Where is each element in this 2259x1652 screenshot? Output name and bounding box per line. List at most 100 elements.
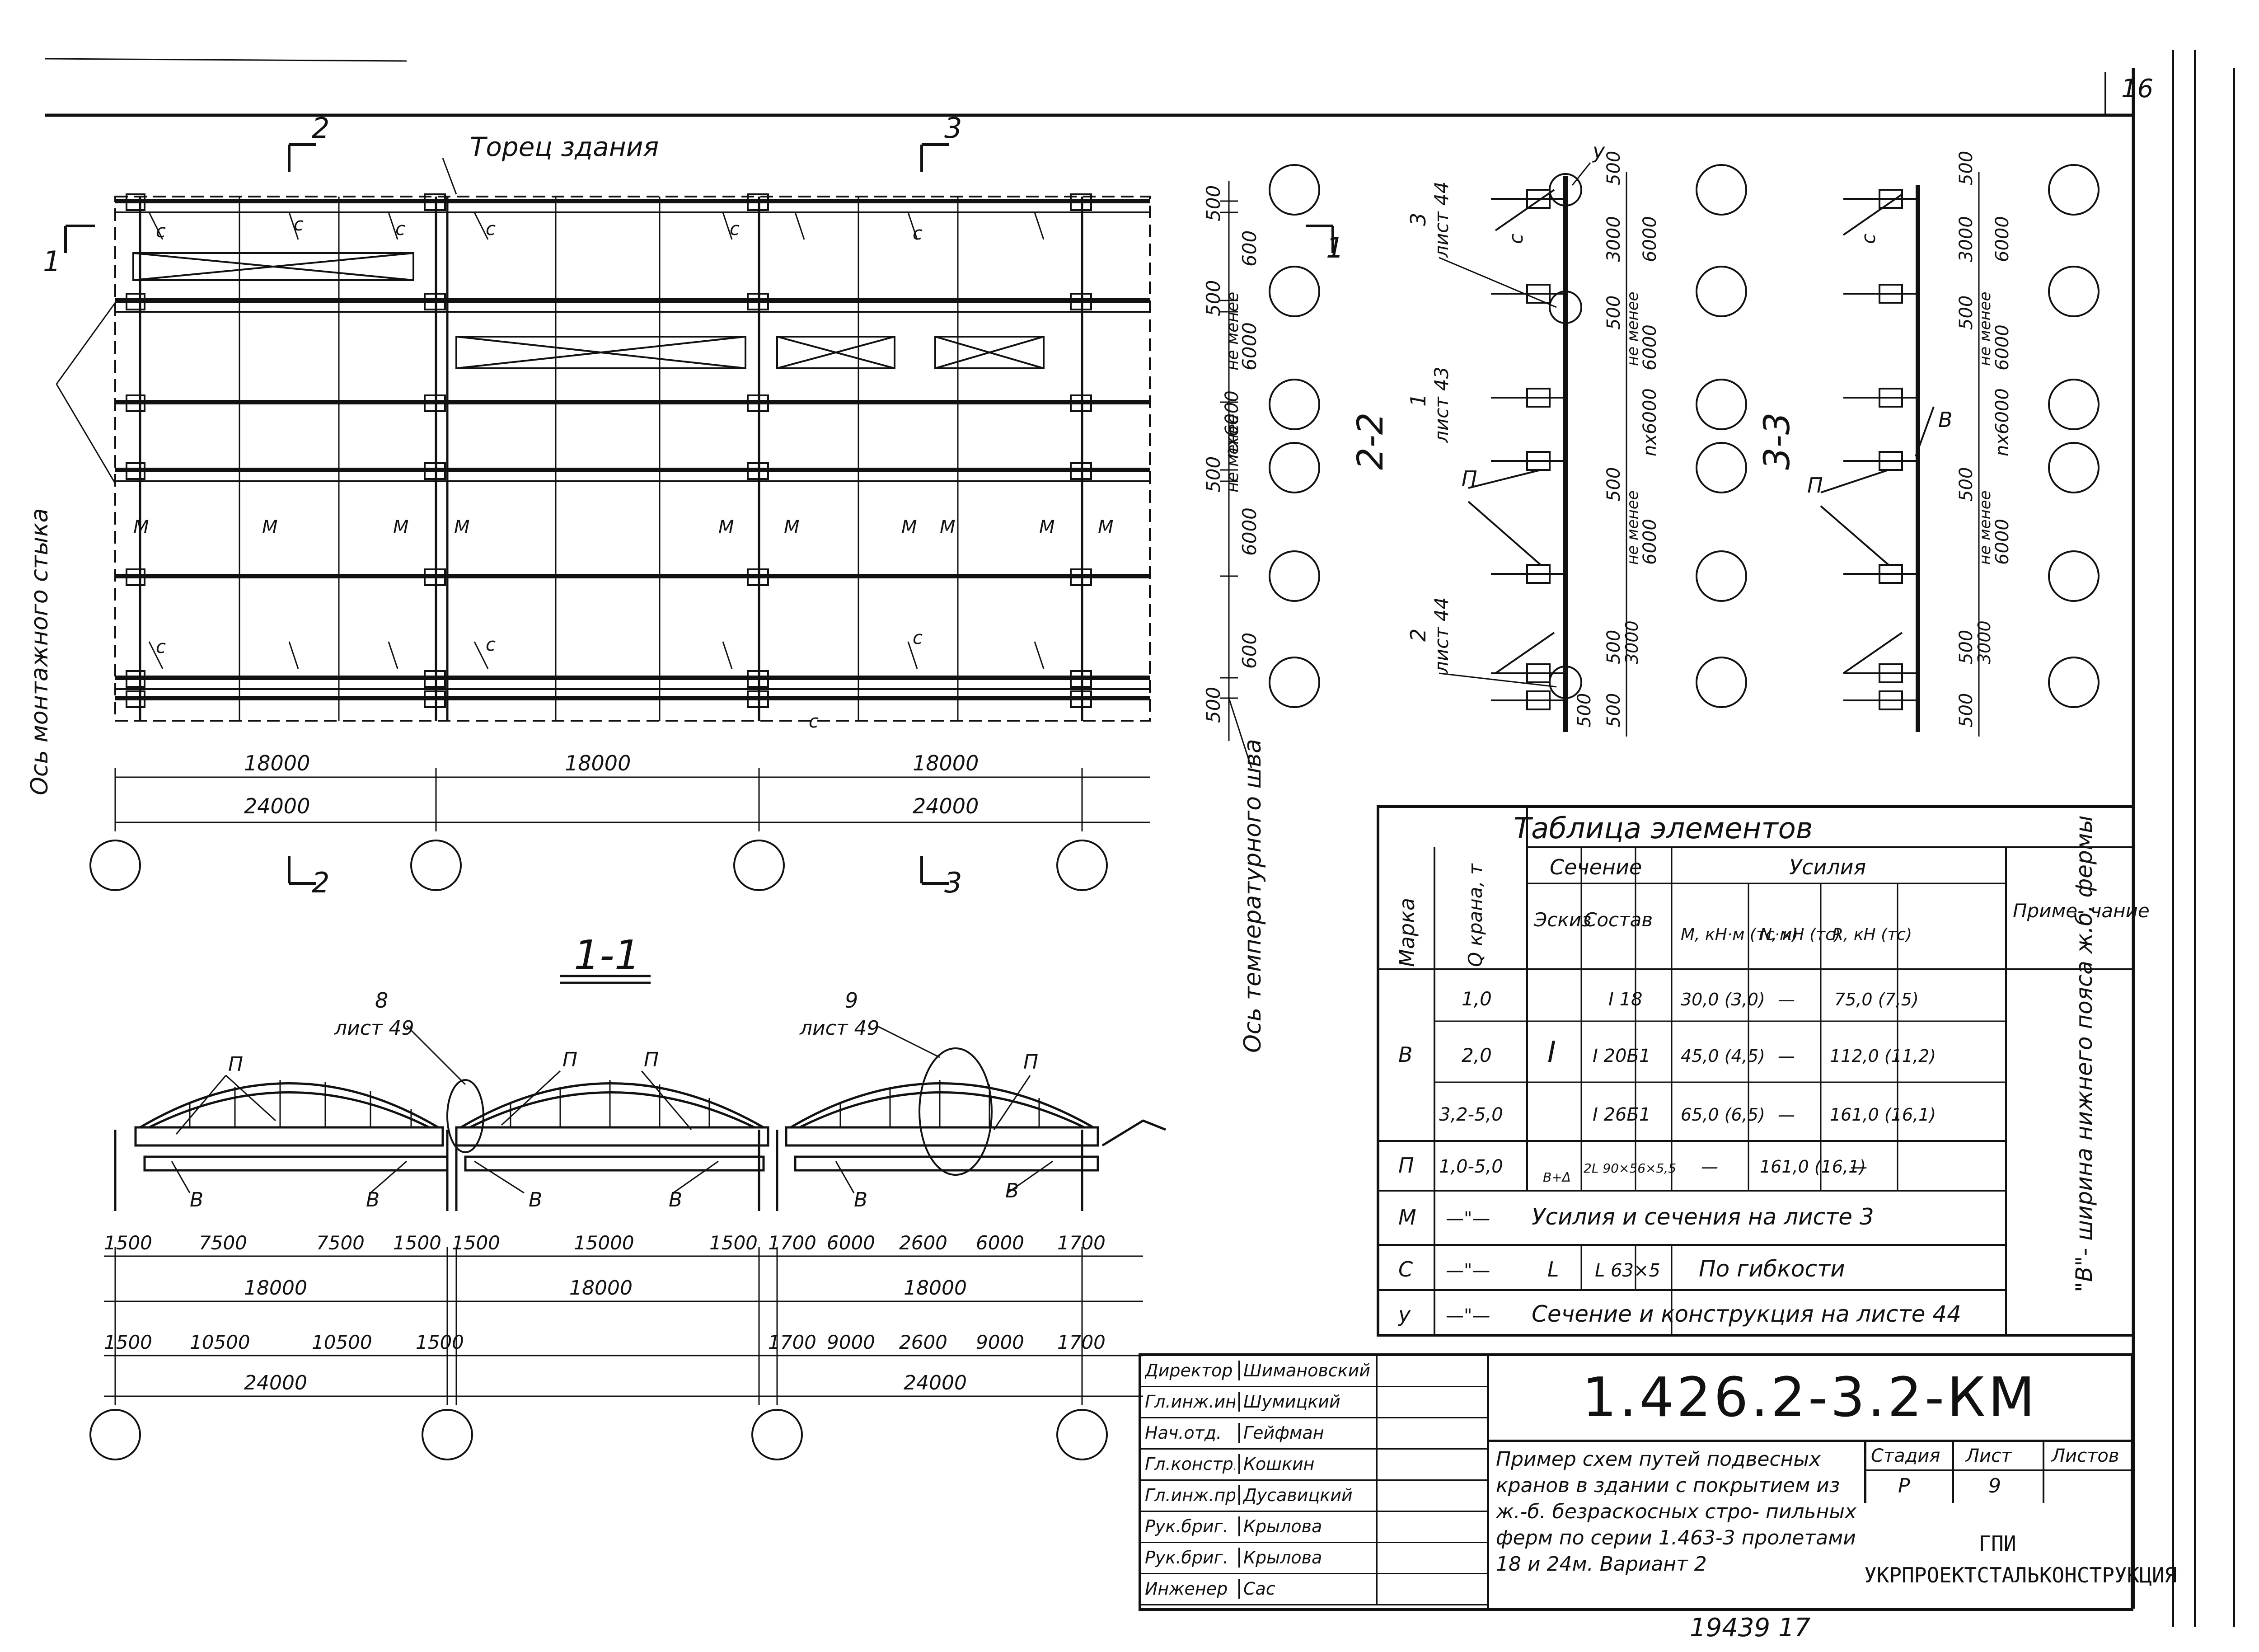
dim: 15000 (574, 1232, 634, 1254)
row-mark: П (1398, 1153, 1414, 1178)
description-cell: Пример схем путей подвесных кранов в зда… (1496, 1446, 1857, 1605)
dim: 6000 (827, 1232, 875, 1254)
sheets-label: Листов (2052, 1446, 2119, 1466)
span-bottom-1: 18000 (244, 751, 310, 775)
dim: 500 (1956, 296, 1977, 330)
dim: 6000 (1992, 216, 2013, 262)
dim-right: не менее (1223, 414, 1242, 493)
section-2-2 (1439, 162, 1747, 737)
letter-m: M (940, 517, 956, 538)
dim: 3000 (1974, 620, 1994, 664)
callout-num: 3 (1406, 213, 1430, 226)
dim: 7500 (199, 1232, 247, 1254)
dim: 1700 (768, 1331, 816, 1353)
x-bracing-boxes (132, 252, 1045, 369)
dim-right: 6000 (1238, 322, 1261, 371)
description-text: Пример схем путей подвесных кранов в зда… (1496, 1448, 1857, 1576)
dim: 10500 (190, 1331, 250, 1353)
section-label: 2-2 (1350, 413, 1391, 470)
row-mark: M (1398, 1205, 1416, 1230)
signature-name: Гейфман (1238, 1423, 1379, 1443)
callout-num: 1 (1406, 394, 1430, 407)
letter-m: M (262, 517, 278, 538)
dim: 10500 (312, 1331, 372, 1353)
letter-c: c (913, 223, 923, 244)
section-mark-1-left: 1 (43, 245, 61, 278)
row-merged: Сечение и конструкция на листе 44 (1532, 1301, 1961, 1327)
span-bottom-3: 18000 (913, 751, 979, 775)
letter-n: П (1462, 466, 1477, 491)
stage-label: Стадия (1871, 1446, 1940, 1466)
section-3-3 (1820, 164, 2100, 737)
signature-row: Рук.бриг.Крылова (1141, 1543, 1487, 1574)
detail-ellipses (446, 1047, 993, 1176)
dim: 9000 (827, 1331, 875, 1353)
axis-montage-label: Ось монтажного стыка (26, 508, 53, 795)
dim: 500 (1956, 693, 1977, 727)
sheet-number: 16 (2121, 74, 2153, 103)
letter-m: M (901, 517, 917, 538)
dim-right: 600 (1238, 230, 1261, 267)
section-cut-marks (64, 143, 1334, 885)
row-composition: 2L 90×56×5,5 (1584, 1161, 1676, 1176)
row-composition: I 26Б1 (1593, 1104, 1650, 1125)
dim: 1500 (709, 1232, 758, 1254)
span-bottom-2: 18000 (565, 751, 631, 775)
dim-right: 500 (1202, 280, 1224, 316)
callout-num: 2 (1406, 629, 1430, 642)
org-name: ГПИ УКРПРОЕКТСТАЛЬКОНСТРУКЦИЯ (1864, 1531, 2177, 1587)
row-q: —"— (1446, 1208, 1490, 1229)
braces (1467, 189, 1555, 674)
dim: не менее (1624, 490, 1642, 565)
letter: П (562, 1048, 577, 1071)
section-3-3-labels: 3-3 B П c 500 3000 6000 500 не менее 600… (1757, 151, 2013, 727)
dim-lines (104, 1247, 1143, 1405)
dim: 500 (1603, 467, 1624, 502)
signature-mark (1376, 1574, 1486, 1604)
grid-bubbles-right (1269, 164, 1320, 708)
dim: 1700 (1057, 1232, 1106, 1254)
dim: 500 (1603, 151, 1624, 185)
dim: 24000 (904, 1371, 967, 1394)
dim: 1700 (768, 1232, 816, 1254)
letter: B (669, 1188, 682, 1211)
signature-mark (1376, 1418, 1486, 1448)
row-composition: I 18 (1608, 989, 1642, 1010)
dim-right: 500 (1202, 456, 1224, 493)
leaders (171, 1025, 1053, 1194)
document-code: 1.426.2-3.2-КМ (1582, 1366, 2038, 1429)
dim: 500 (1956, 467, 1977, 502)
dim: 18000 (904, 1277, 967, 1300)
dim: 1500 (452, 1232, 500, 1254)
dim: 6000 (1992, 324, 2013, 371)
row-m: 65,0 (6,5) (1681, 1105, 1765, 1125)
dim: 6000 (1640, 216, 1660, 262)
top-plan-labels: Торец здания 2 3 2 3 1 1 Ось монтажного … (26, 112, 1344, 1053)
braces (1820, 193, 1935, 674)
letter-b: B (1938, 408, 1953, 432)
callout-sheet: лист 49 (334, 1017, 414, 1040)
row-composition: L 63×5 (1595, 1260, 1660, 1281)
section-1-1 (89, 975, 1166, 1460)
dim: 3000 (1956, 216, 1977, 262)
signature-mark (1376, 1450, 1486, 1479)
stage-grid: Стадия Лист Листов Р 9 (1864, 1442, 2133, 1503)
signature-role: Гл.инж.пр. (1145, 1485, 1235, 1505)
letter: B (366, 1188, 380, 1211)
code-cell: 1.426.2-3.2-КМ (1489, 1356, 2131, 1442)
dim: 1500 (104, 1232, 152, 1254)
header-sketch: Эскиз (1533, 909, 1591, 931)
letter-m: M (454, 517, 470, 538)
sheet-label: Лист (1966, 1446, 2012, 1466)
grid-bubbles (1696, 164, 1747, 708)
signature-name: Кошкин (1238, 1454, 1379, 1474)
signature-mark (1376, 1387, 1486, 1417)
dim: 2600 (899, 1331, 947, 1353)
letter-m: M (393, 517, 409, 538)
letter: B (854, 1188, 867, 1211)
dim-right: 500 (1202, 185, 1224, 221)
letter-c: c (730, 219, 740, 239)
row-r: — (1850, 1157, 1867, 1177)
callout-sheet: лист 49 (799, 1017, 880, 1040)
